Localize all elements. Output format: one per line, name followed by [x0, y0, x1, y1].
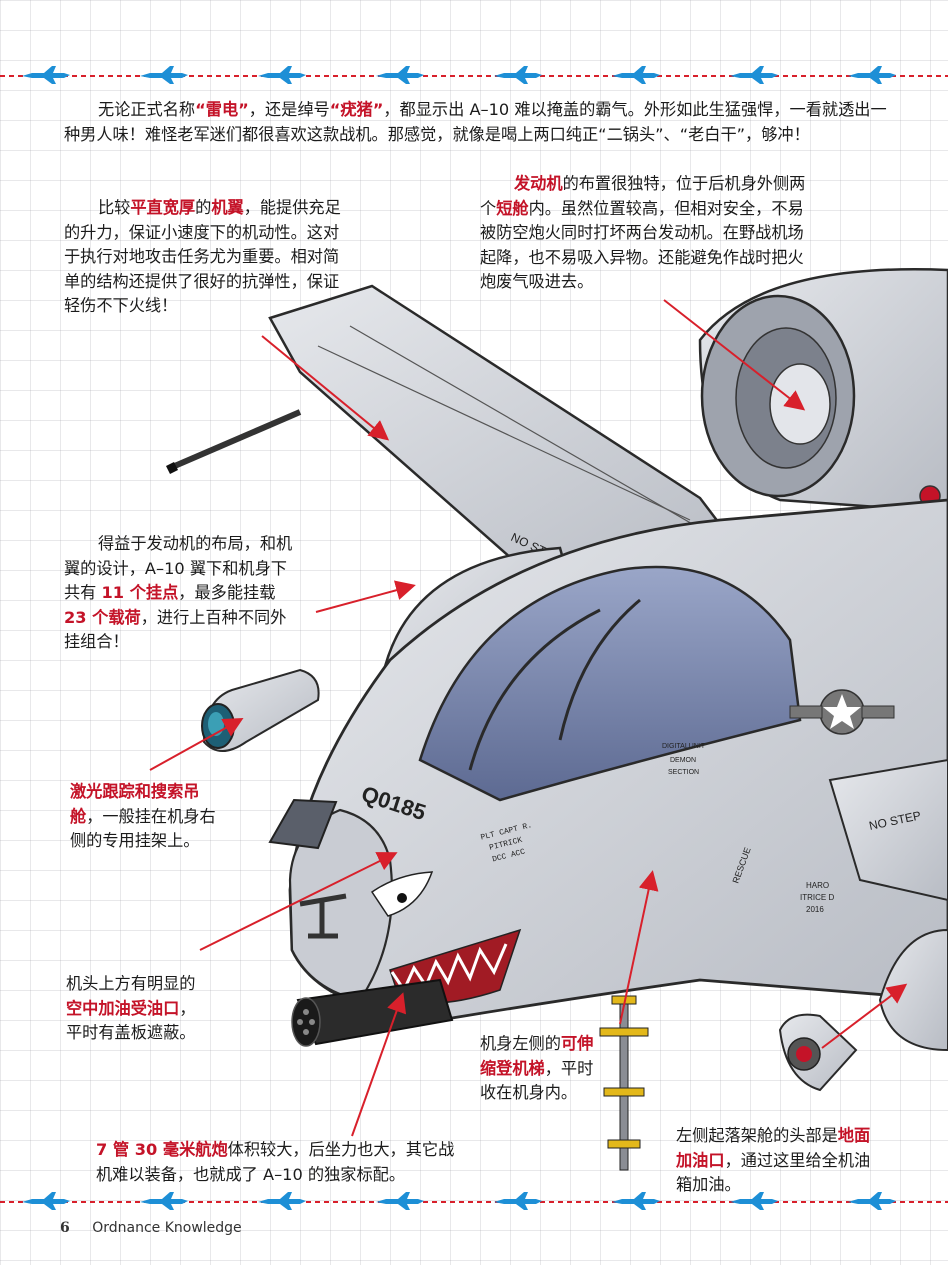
refuel-run: 空中加油受油口: [66, 998, 180, 1018]
gun-run: 体积较大，后坐力也大，其它战机难以装备，也就成了 A–10 的独家标配。: [96, 1140, 455, 1184]
cannon-callout: 7 管 30 毫米航炮体积较大，后坐力也大，其它战机难以装备，也就成了 A–10…: [96, 1138, 456, 1187]
ladder-run: ，平时收在机身内。: [480, 1058, 594, 1103]
laser-pod: [201, 668, 320, 752]
refuel-run: ，平时有盖板遮蔽。: [66, 998, 196, 1043]
engine-spinner: [769, 363, 831, 445]
pointer-laser: [149, 718, 244, 771]
wing-run: 平直宽厚: [130, 198, 196, 217]
gun-run: 7 管 30 毫米航炮: [96, 1140, 228, 1159]
side-text-2: ITRICE D: [800, 893, 834, 902]
unit-badge-2: DEMON: [670, 757, 696, 764]
plane-strip-bottom-art: [0, 1192, 948, 1210]
laser-run: ，一般挂在机身右侧的专用挂架上。: [70, 806, 216, 851]
refuel-cover: [268, 798, 338, 850]
hardpoints-callout: 得益于发动机的布局，和机翼的设计，A–10 翼下和机身下共有 11 个挂点，最多…: [64, 532, 296, 655]
page-number: 6: [60, 1220, 70, 1236]
unit-badge-3: SECTION: [668, 769, 699, 776]
pointer-ladder: [619, 870, 659, 1025]
ladder-callout: 机身左侧的可伸缩登机梯，平时收在机身内。: [480, 1032, 600, 1106]
engine-run: 发动机: [514, 174, 563, 193]
laser-run: 激光跟踪和搜索吊舱: [70, 782, 200, 826]
hardpoints-run: 11 个挂点: [101, 583, 179, 602]
wing-run: 的: [195, 198, 212, 217]
hardpoints-run: ，最多能挂载: [178, 583, 276, 602]
intro-run: “疣猪”: [329, 100, 384, 119]
hardpoints-run: ，进行上百种不同外挂组合！: [64, 607, 287, 652]
pointer-engine: [663, 299, 806, 411]
port-run: ，通过这里给全机油箱加油。: [676, 1150, 871, 1195]
laser-pod-callout: 激光跟踪和搜索吊舱，一般挂在机身右侧的专用挂架上。: [70, 780, 230, 854]
pointer-hardpoint: [315, 580, 416, 613]
cannon: [291, 978, 454, 1047]
engine-callout: 发动机的布置很独特，位于后机身外侧两个短舱内。虽然位置较高，但相对安全，不易被防…: [480, 172, 818, 295]
plane-strip-bottom: [0, 1190, 948, 1214]
intro-paragraph: 无论正式名称“雷电”，还是绰号“疣猪”，都显示出 A–10 难以掩盖的霸气。外形…: [64, 98, 894, 147]
intro-run: “雷电”: [195, 100, 249, 119]
hardpoints-run: 得益于发动机的布局，和机翼的设计，A–10 翼下和机身下共有: [64, 534, 293, 602]
pointer-port: [821, 983, 908, 1049]
intro-run: ，还是绰号: [248, 100, 330, 119]
wing-callout: 比较平直宽厚的机翼，能提供充足的升力，保证小速度下的机动性。这对于执行对地攻击任…: [64, 196, 346, 319]
pointer-wing: [261, 335, 390, 441]
engine-run: 的布置很独特，位于后机身外侧两个: [480, 174, 806, 218]
engine-run: 短舱: [496, 198, 529, 218]
pointer-refuel: [199, 852, 398, 951]
side-text-3: 2016: [806, 905, 824, 914]
refuel-callout: 机头上方有明显的空中加油受油口，平时有盖板遮蔽。: [66, 972, 206, 1046]
intro-run: 无论正式名称: [98, 100, 196, 119]
side-text-1: HARO: [806, 881, 829, 890]
intro-run: ，都显示出 A–10 难以掩盖的霸气。外形如此生猛强悍，一看就透出一种男人味！难…: [64, 100, 887, 144]
wing-run: ，能提供充足的升力，保证小速度下的机动性。这对于执行对地攻击任务尤为重要。相对简…: [64, 198, 341, 315]
ground-refuel-callout: 左侧起落架舱的头部是地面加油口，通过这里给全机油箱加油。: [676, 1124, 876, 1198]
page-footer: 6 Ordnance Knowledge: [60, 1220, 242, 1236]
ground-refuel-port: [778, 1013, 858, 1092]
wing-run: 机翼: [211, 198, 244, 217]
engine-run: 内。虽然位置较高，但相对安全，不易被防空炮火同时打坏两台发动机。在野战机场起降，…: [480, 198, 804, 292]
unit-badge-1: DIGITALUNIT: [662, 743, 706, 750]
port-run: 左侧起落架舱的头部是: [676, 1126, 838, 1145]
port-run: 地面加油口: [676, 1126, 871, 1170]
refuel-run: 机头上方有明显的: [66, 974, 196, 993]
hardpoints-run: 23 个载荷: [64, 607, 141, 627]
ladder-run: 可伸缩登机梯: [480, 1034, 594, 1078]
pointer-gun: [351, 992, 407, 1137]
magazine-name: Ordnance Knowledge: [92, 1220, 242, 1236]
wing-run: 比较: [98, 198, 131, 217]
boarding-ladder: [599, 995, 649, 1171]
ladder-run: 机身左侧的: [480, 1034, 561, 1053]
